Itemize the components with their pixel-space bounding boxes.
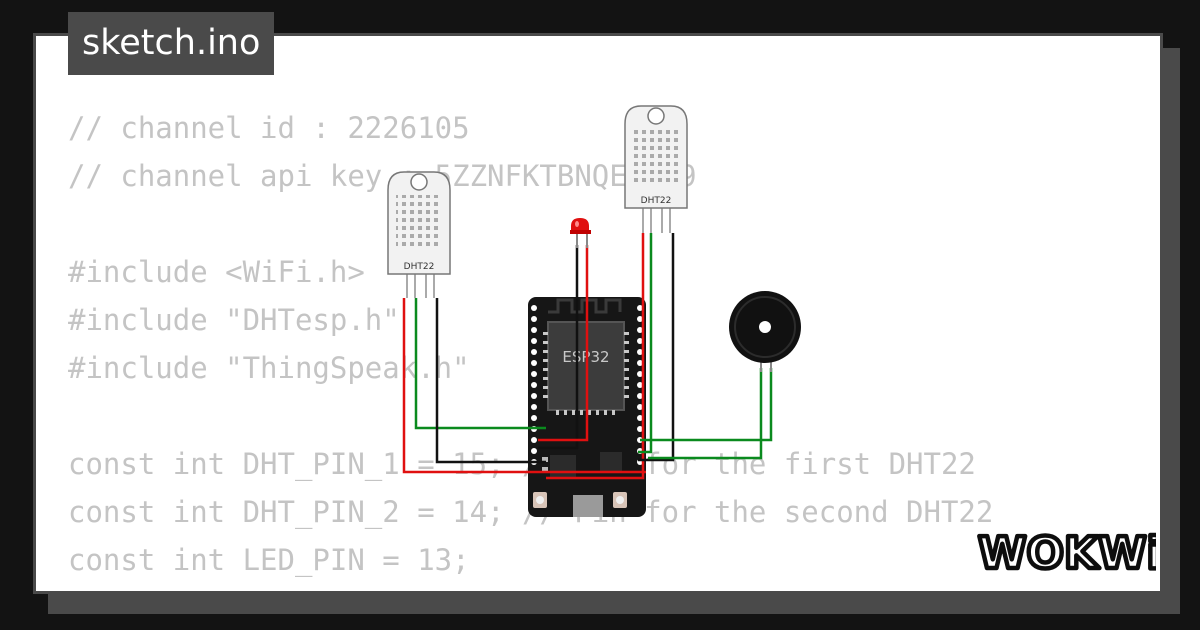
code-editor: // channel id : 2226105// channel api ke… [68,104,993,591]
code-line: #include "ThingSpeak.h" [68,351,470,385]
usb-port [573,495,603,517]
buzzer[interactable] [729,291,801,372]
dht22-sensor-left[interactable]: DHT22 [387,171,451,298]
wires [402,233,773,480]
brand-logo-text: WOKWi [978,528,1156,579]
reset-button[interactable] [613,492,627,508]
code-line: // channel id : 2226105 [68,111,470,145]
wokwi-logo: WOKWi [976,526,1156,582]
file-tab[interactable]: sketch.ino [68,12,275,75]
boot-button[interactable] [533,492,547,508]
code-line: #include "DHTesp.h" [68,303,400,337]
dht22-label-right: DHT22 [641,196,672,206]
header-pins-left [531,305,537,465]
code-line: #include <WiFi.h> [68,255,365,289]
red-led[interactable] [570,218,591,248]
dht22-sensor-right[interactable]: DHT22 [624,105,688,233]
code-line: const int LED_PIN = 13; [68,543,470,577]
dht22-label-left: DHT22 [404,262,435,272]
